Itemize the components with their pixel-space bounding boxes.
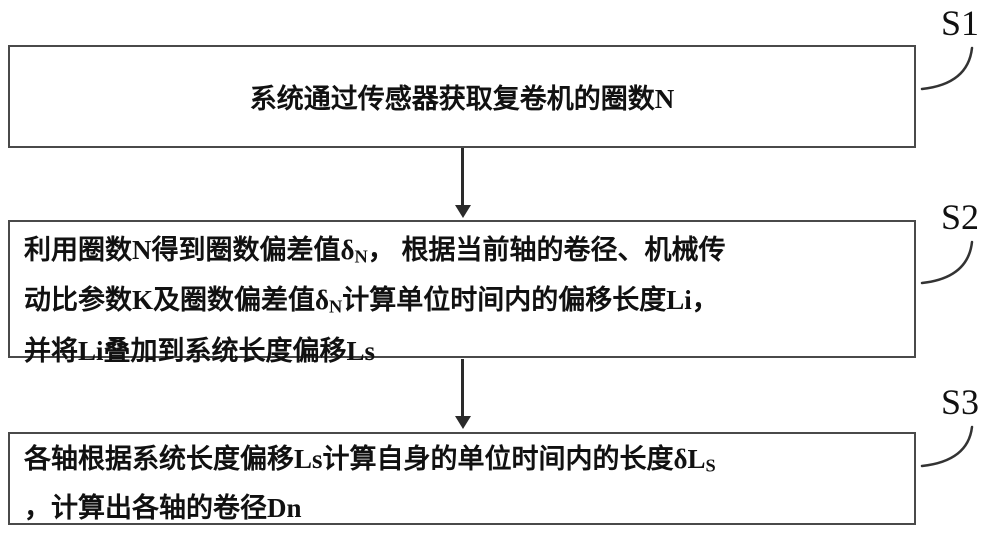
- text-segment: ，计算出各轴的卷径Dn: [24, 493, 302, 524]
- text-segment: 系统通过传感器获取复卷机的圈数N: [249, 84, 675, 114]
- text-segment: 计算单位时间内的偏移长度Li，: [342, 285, 719, 316]
- step-label-s1: S1: [941, 3, 980, 43]
- step-2-text-line-1: 利用圈数N得到圈数偏差值δN， 根据当前轴的卷径、机械传: [24, 228, 900, 278]
- arrow-step2-to-step3-head: [455, 416, 471, 429]
- flow-box-step-3: 各轴根据系统长度偏移Ls计算自身的单位时间内的长度δLS ，计算出各轴的卷径Dn: [8, 432, 916, 525]
- connector-curve-s2: [920, 240, 974, 285]
- text-segment: 利用圈数N得到圈数偏差值δ: [24, 235, 355, 265]
- text-segment: 动比参数K及圈数偏差值δ: [24, 285, 330, 316]
- arrow-step1-to-step2-shaft: [461, 148, 464, 206]
- subscript-text: N: [329, 296, 343, 317]
- arrow-step2-to-step3-shaft: [461, 359, 464, 417]
- step-2-text-line-2: 动比参数K及圈数偏差值δN计算单位时间内的偏移长度Li，: [24, 278, 900, 328]
- step-1-text-line: 系统通过传感器获取复卷机的圈数N: [250, 77, 675, 116]
- connector-curve-s3: [920, 425, 974, 468]
- connector-curve-s1: [920, 46, 974, 91]
- text-segment: ， 根据当前轴的卷径、机械传: [367, 235, 726, 265]
- subscript-text: N: [354, 246, 368, 267]
- arrow-step1-to-step2-head: [455, 205, 471, 218]
- step-3-text-line-1: 各轴根据系统长度偏移Ls计算自身的单位时间内的长度δLS: [24, 438, 900, 487]
- step-3-text-line-2: ，计算出各轴的卷径Dn: [24, 487, 900, 530]
- step-label-s3: S3: [941, 382, 980, 422]
- text-segment: 并将Li叠加到系统长度偏移Ls: [24, 335, 376, 366]
- step-2-text-line-3: 并将Li叠加到系统长度偏移Ls: [24, 329, 900, 373]
- flow-box-step-2: 利用圈数N得到圈数偏差值δN， 根据当前轴的卷径、机械传 动比参数K及圈数偏差值…: [8, 220, 916, 366]
- flow-box-step-1: 系统通过传感器获取复卷机的圈数N: [8, 45, 916, 148]
- text-segment: 各轴根据系统长度偏移Ls计算自身的单位时间内的长度δL: [24, 444, 706, 474]
- subscript-text: S: [705, 455, 716, 476]
- step-label-s2: S2: [941, 197, 980, 237]
